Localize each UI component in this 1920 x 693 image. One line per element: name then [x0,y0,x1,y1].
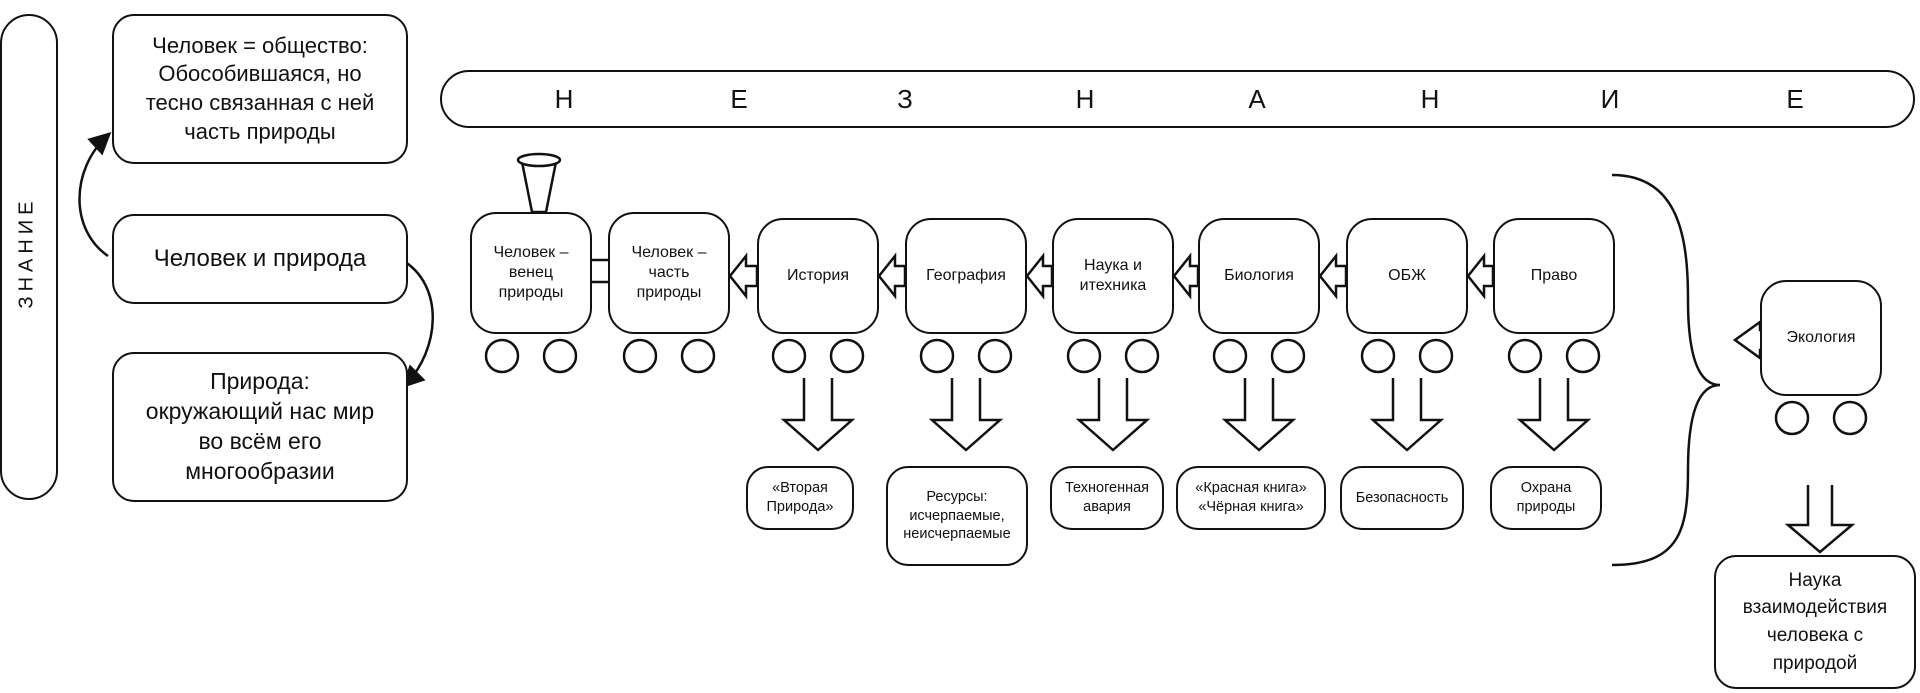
result-second-nature: «Вторая Природа» [746,466,854,530]
wheel [1507,338,1543,374]
down-arrow [1369,378,1445,452]
car-science: Наука и итехника [1052,218,1174,334]
wheel [977,338,1013,374]
arrow-to-society [78,131,112,258]
result-ecology: Наука взаимодействия человека с природой [1714,555,1916,689]
result-text: Охрана природы [1516,480,1576,515]
car-ecology: Экология [1760,280,1882,396]
wheel [919,338,955,374]
chimney [520,160,558,214]
result-safety: Безопасность [1340,466,1464,530]
coupler-arrow [1466,252,1495,300]
result-text: Наука взаимодействия человека с природой [1742,569,1888,674]
car-human-crown: Человек – венец природы [470,212,592,334]
car-obzh: ОБЖ [1346,218,1468,334]
down-arrow [1075,378,1151,452]
car-label: Наука и итехника [1079,257,1147,294]
result-protection: Охрана природы [1490,466,1602,530]
result-text: «Вторая Природа» [766,480,834,515]
banner-letter: А [1248,84,1266,114]
arrow-to-nature [401,258,434,389]
result-text: Ресурсы: исчерпаемые, неисчерпаемые [903,488,1011,543]
down-arrow [1221,378,1297,452]
wheel [1360,338,1396,374]
banner-letter: Е [1786,84,1804,114]
wheel [542,338,578,374]
ecology-down-arrow [1784,485,1856,554]
result-text: «Красная книга» «Чёрная книга» [1195,480,1307,515]
wheels [484,338,1868,436]
wheel [1774,400,1810,436]
car-label: Право [1530,267,1578,284]
car-history: История [757,218,879,334]
wheel [771,338,807,374]
wheel [484,338,520,374]
car-label: ОБЖ [1388,267,1426,284]
coupler-arrow [877,252,907,300]
car-geography: География [905,218,1027,334]
nature-box: Природа: окружающий нас мир во всём его … [112,352,408,502]
chimney-top [516,152,562,168]
down-arrow [780,378,856,452]
car-biology: Биология [1198,218,1320,334]
coupler-arrow [1172,252,1200,300]
down-arrow [1516,378,1592,452]
result-books: «Красная книга» «Чёрная книга» [1176,466,1326,530]
coupler-arrow [728,252,759,300]
car-law: Право [1493,218,1615,334]
banner-letter: З [897,84,913,114]
knowledge-bar: ЗНАНИЕ [0,14,58,500]
society-box: Человек = общество: Обособившаяся, но те… [112,14,408,164]
knowledge-label: ЗНАНИЕ [15,196,38,309]
coupler-arrow [1025,252,1054,300]
human-nature-box: Человек и природа [112,214,408,304]
banner-letter: Н [1420,84,1440,114]
banner-letter: И [1600,84,1620,114]
society-text: Человек = общество: Обособившаяся, но те… [145,32,375,144]
car-label: Человек – венец природы [493,244,569,301]
ignorance-banner: Н Е З Н А Н И Е [440,70,1915,128]
wheel [1212,338,1248,374]
result-text: Техногенная авария [1064,480,1150,515]
result-text: Безопасность [1355,489,1449,506]
car-human-part: Человек – часть природы [608,212,730,334]
wheel [680,338,716,374]
result-resources: Ресурсы: исчерпаемые, неисчерпаемые [886,466,1028,566]
nature-text: Природа: окружающий нас мир во всём его … [145,368,375,484]
wheel [1066,338,1102,374]
wheel [1124,338,1160,374]
car-label: Человек – часть природы [631,244,707,301]
coupler-arrow [1318,252,1348,300]
wheel [1832,400,1868,436]
brace [1611,173,1721,567]
car-label: Биология [1224,267,1294,284]
wheel [1270,338,1306,374]
car-label: История [786,267,850,284]
down-arrow [928,378,1004,452]
car-label: География [926,267,1006,284]
result-accident: Техногенная авария [1050,466,1164,530]
wheel [622,338,658,374]
wheel [1418,338,1454,374]
car-label: Экология [1786,329,1856,346]
result-arrows [780,378,1592,452]
car-couplers [728,252,1495,300]
wheel [829,338,865,374]
banner-letter: Е [730,84,748,114]
human-nature-text: Человек и природа [153,245,367,273]
wheel [1565,338,1601,374]
banner-letter: Н [1075,84,1095,114]
banner-letter: Н [554,84,574,114]
